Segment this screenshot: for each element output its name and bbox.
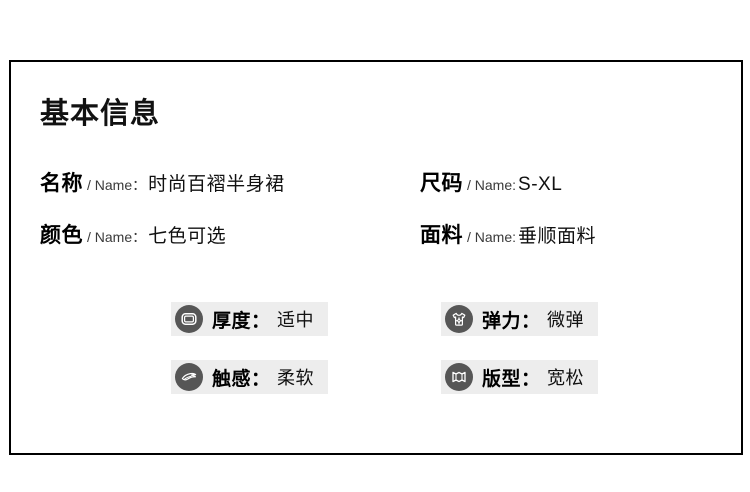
attribute-value: 柔软 [277,368,315,388]
attribute-value: 微弹 [547,310,585,330]
page-title: 基本信息 [40,98,161,130]
fabric-thickness-icon [175,305,203,333]
attribute-value: 适中 [277,310,315,330]
attribute-colon: ： [251,310,271,332]
attribute-pill-slot: 弹力 ： 微弹 [441,302,711,336]
info-item-fabric: 面料 / Name: 垂顺面料 [420,219,716,249]
basic-info-card: 基本信息 名称 / Name： 时尚百褶半身裙 尺码 / Name: S-XL … [9,60,743,455]
attribute-colon: ： [521,310,541,332]
info-item-name: 名称 / Name： 时尚百褶半身裙 [40,167,420,197]
attribute-pill-thickness: 厚度 ： 适中 [171,302,329,336]
info-label-cn: 尺码 [420,172,463,195]
attribute-key: 触感 [212,368,252,390]
info-label-en: / Name: [467,229,517,245]
folded-map-fit-icon [445,363,473,391]
attribute-pill-row: 触感 ： 柔软 版型 ： 宽松 [171,360,711,394]
info-value: S-XL [518,174,563,195]
attribute-colon: ： [521,368,541,390]
attribute-pill-grid: 厚度 ： 适中 弹力 ： 微弹 [171,302,711,418]
info-label-en: / Name: [467,177,517,193]
info-row: 颜色 / Name： 七色可选 面料 / Name: 垂顺面料 [40,219,716,249]
attribute-key: 弹力 [482,310,522,332]
info-label-en: / Name： [87,229,147,245]
folded-cloth-icon [175,363,203,391]
attribute-pill-fit: 版型 ： 宽松 [441,360,599,394]
info-label-en: / Name： [87,177,147,193]
attribute-key: 版型 [482,368,522,390]
info-value: 时尚百褶半身裙 [148,174,285,195]
info-label-cn: 面料 [420,224,463,247]
info-value: 垂顺面料 [518,226,597,247]
attribute-key: 厚度 [212,310,252,332]
attribute-pill-elasticity: 弹力 ： 微弹 [441,302,599,336]
info-row: 名称 / Name： 时尚百褶半身裙 尺码 / Name: S-XL [40,167,716,197]
attribute-pill-slot: 版型 ： 宽松 [441,360,711,394]
attribute-pill-touch: 触感 ： 柔软 [171,360,329,394]
attribute-pill-slot: 厚度 ： 适中 [171,302,441,336]
info-item-size: 尺码 / Name: S-XL [420,167,716,197]
info-label-cn: 颜色 [40,224,83,247]
info-value: 七色可选 [148,226,227,247]
tshirt-stretch-icon [445,305,473,333]
info-item-color: 颜色 / Name： 七色可选 [40,219,420,249]
info-label-cn: 名称 [40,172,83,195]
basic-info-grid: 名称 / Name： 时尚百褶半身裙 尺码 / Name: S-XL 颜色 / … [40,167,716,271]
attribute-value: 宽松 [547,368,585,388]
attribute-pill-row: 厚度 ： 适中 弹力 ： 微弹 [171,302,711,336]
attribute-pill-slot: 触感 ： 柔软 [171,360,441,394]
attribute-colon: ： [251,368,271,390]
